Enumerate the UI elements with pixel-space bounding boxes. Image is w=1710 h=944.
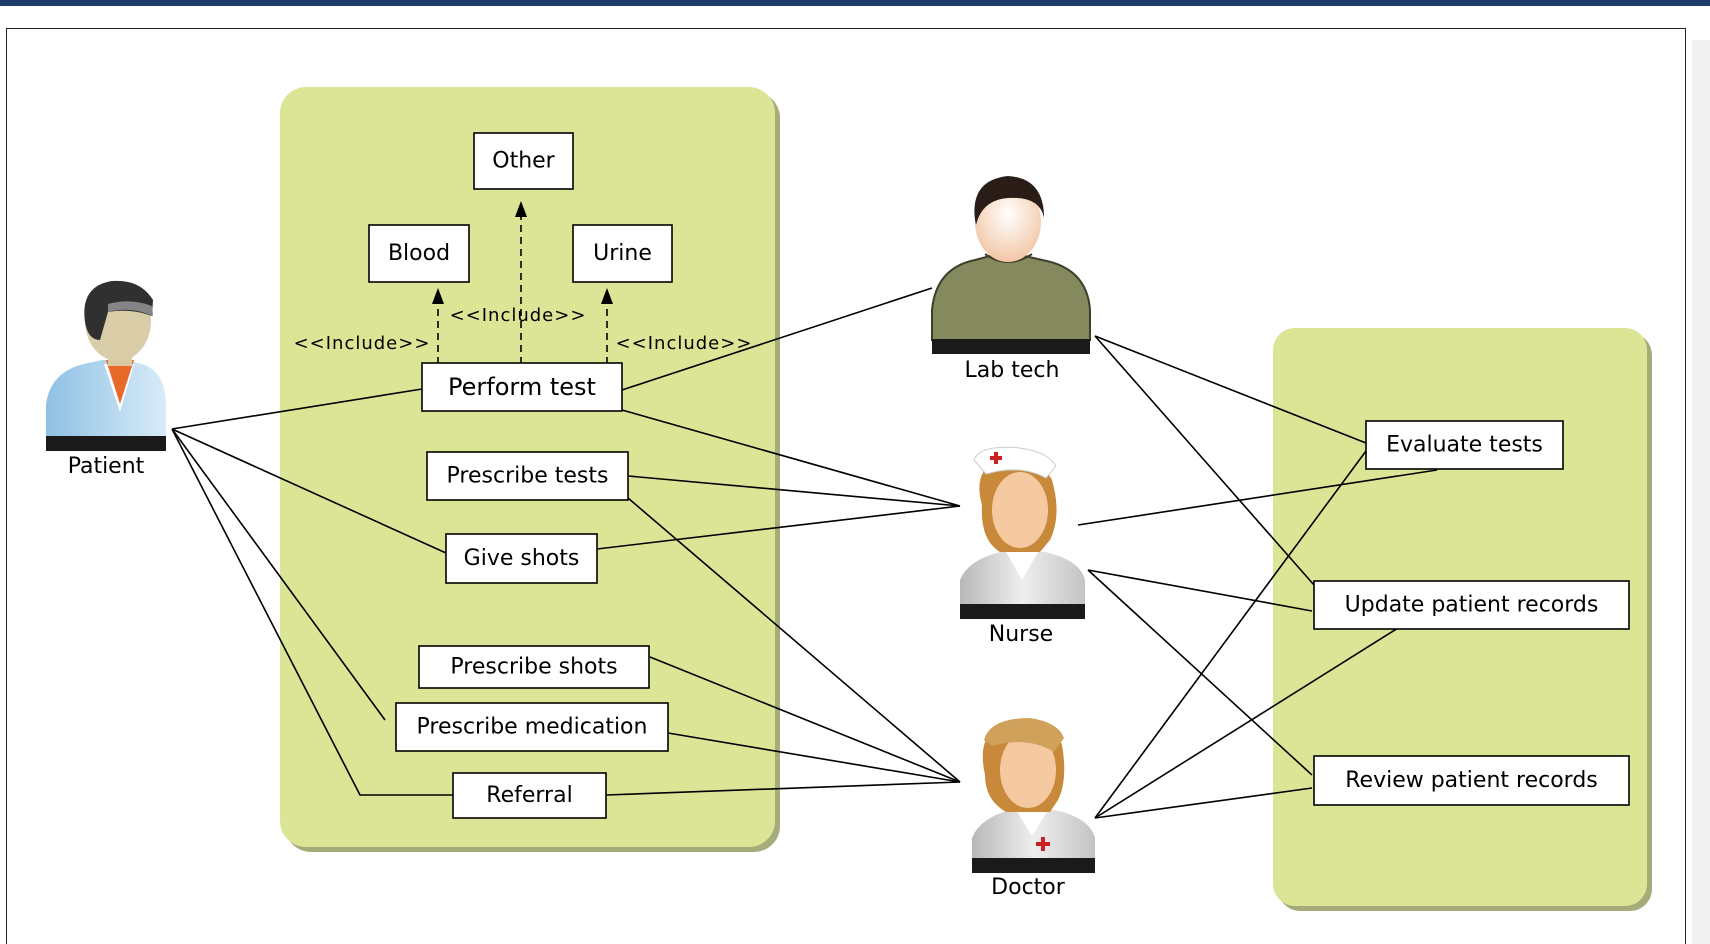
include-arrowhead-other: [515, 201, 527, 217]
assoc-labtech-evaluate-tests: [1094, 335, 1367, 444]
include-arrowhead-blood: [432, 288, 444, 304]
use-case-blood[interactable]: Blood: [368, 224, 470, 283]
use-case-update-patient-records-label: Update patient records: [1345, 593, 1599, 618]
scroll-stripe: [1692, 40, 1710, 944]
use-case-prescribe-shots[interactable]: Prescribe shots: [418, 645, 650, 689]
lab-tech-actor-icon[interactable]: [931, 176, 1091, 354]
include-relations: [432, 201, 613, 364]
actor-label-nurse: Nurse: [989, 622, 1053, 647]
assoc-doctor-update-records: [1094, 627, 1399, 819]
use-case-perform-test-label: Perform test: [448, 373, 596, 401]
assoc-patient-give-shots: [171, 428, 447, 554]
assoc-nurse-perform-test: [621, 409, 961, 507]
use-case-review-patient-records-label: Review patient records: [1345, 768, 1598, 793]
use-case-other-label: Other: [492, 149, 555, 174]
assoc-doctor-prescribe-shots: [649, 656, 961, 783]
assoc-nurse-review-records: [1087, 569, 1313, 776]
use-case-update-patient-records[interactable]: Update patient records: [1313, 580, 1630, 630]
use-case-prescribe-shots-label: Prescribe shots: [450, 655, 617, 680]
actor-label-doctor: Doctor: [991, 875, 1066, 900]
use-case-prescribe-tests[interactable]: Prescribe tests: [426, 451, 629, 501]
assoc-doctor-referral: [605, 781, 961, 796]
assoc-doctor-evaluate-tests: [1094, 450, 1367, 819]
use-case-perform-test[interactable]: Perform test: [421, 362, 623, 412]
assoc-patient-referral: [171, 428, 453, 796]
assoc-nurse-update-records: [1087, 569, 1313, 612]
use-case-referral-label: Referral: [486, 783, 572, 808]
use-case-evaluate-tests-label: Evaluate tests: [1386, 433, 1543, 458]
assoc-nurse-give-shots: [596, 505, 961, 550]
include-arrowhead-urine: [601, 288, 613, 304]
use-case-review-patient-records[interactable]: Review patient records: [1313, 755, 1630, 806]
assoc-labtech-perform-test: [621, 287, 933, 391]
assoc-nurse-prescribe-tests: [627, 475, 961, 507]
top-bar: [0, 0, 1710, 6]
use-case-give-shots-label: Give shots: [464, 546, 580, 571]
assoc-nurse-evaluate-tests: [1077, 469, 1438, 526]
assoc-doctor-prescribe-medication: [667, 732, 961, 783]
associations: [171, 287, 1438, 819]
use-case-urine[interactable]: Urine: [572, 224, 673, 283]
use-case-other[interactable]: Other: [473, 132, 574, 190]
doctor-actor-icon[interactable]: [972, 718, 1095, 873]
patient-actor-icon[interactable]: [46, 280, 166, 451]
use-case-blood-label: Blood: [388, 241, 450, 266]
actor-label-lab-tech: Lab tech: [965, 358, 1060, 383]
include-label-other: <<Include>>: [450, 305, 587, 326]
assoc-doctor-prescribe-tests: [627, 497, 961, 783]
assoc-labtech-update-records: [1094, 335, 1315, 586]
nurse-actor-icon[interactable]: [960, 446, 1085, 619]
actor-label-patient: Patient: [68, 454, 145, 479]
include-label-urine: <<Include>>: [616, 333, 753, 354]
use-case-evaluate-tests[interactable]: Evaluate tests: [1365, 420, 1564, 470]
assoc-patient-perform-test: [171, 388, 423, 430]
use-case-urine-label: Urine: [593, 241, 652, 266]
assoc-doctor-review-records: [1094, 787, 1313, 819]
use-case-give-shots[interactable]: Give shots: [445, 533, 598, 584]
use-case-prescribe-medication[interactable]: Prescribe medication: [395, 702, 669, 752]
assoc-patient-prescribe-medication: [171, 428, 386, 721]
use-case-referral[interactable]: Referral: [452, 772, 607, 819]
include-label-blood: <<Include>>: [294, 333, 431, 354]
use-case-prescribe-medication-label: Prescribe medication: [417, 715, 648, 740]
use-case-prescribe-tests-label: Prescribe tests: [447, 464, 609, 489]
